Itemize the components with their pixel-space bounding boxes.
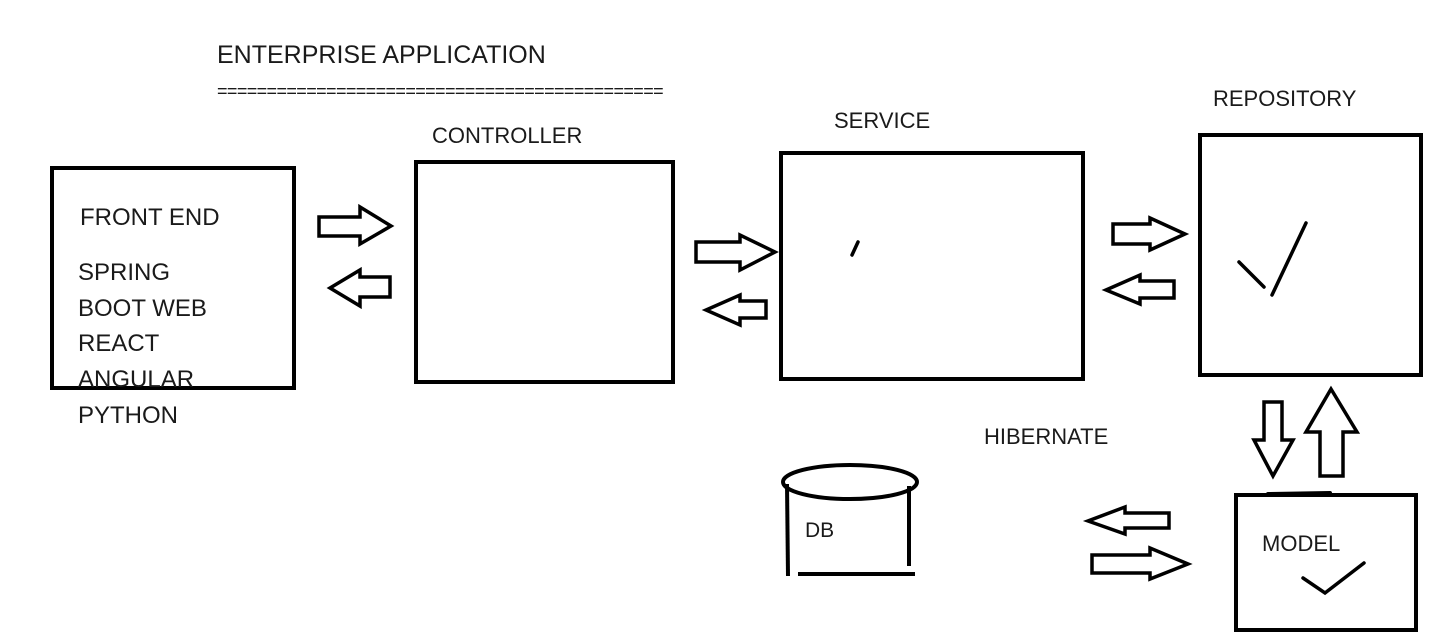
- model-box: [1234, 493, 1418, 632]
- controller-box: [414, 160, 675, 384]
- frontend-item: ANGULAR: [78, 366, 195, 393]
- frontend-item: BOOT WEB: [78, 295, 207, 322]
- arrow-right-service-to-repository: [1111, 215, 1190, 253]
- arrow-left-service-to-controller: [701, 292, 768, 328]
- db-cylinder: [781, 463, 919, 577]
- repository-check-mark-stroke: [1270, 221, 1308, 297]
- hibernate-label: HIBERNATE: [984, 424, 1109, 449]
- model-check-mark: [1301, 561, 1366, 596]
- model-top-edge-smudge: [1266, 491, 1332, 496]
- title-underline: ========================================…: [217, 81, 664, 101]
- arrow-right-frontend-to-controller: [317, 203, 395, 248]
- repository-check-mark: [1237, 260, 1266, 289]
- service-box: [779, 151, 1085, 381]
- model-label: MODEL: [1262, 531, 1341, 556]
- arrow-up-model-to-repository: [1302, 385, 1361, 478]
- frontend-heading: FRONT END: [80, 204, 220, 231]
- repository-label: REPOSITORY: [1213, 86, 1357, 111]
- diagram-title: ENTERPRISE APPLICATION: [217, 41, 546, 69]
- frontend-item: REACT: [78, 330, 160, 357]
- frontend-item: PYTHON: [78, 402, 179, 429]
- repository-box: [1198, 133, 1423, 377]
- arrow-right-controller-to-service: [694, 232, 779, 273]
- arrow-right-db-to-model: [1090, 545, 1193, 582]
- frontend-item: SPRING: [78, 259, 171, 286]
- db-label: DB: [805, 519, 835, 542]
- service-tick-mark: [850, 240, 860, 257]
- controller-label: CONTROLLER: [432, 123, 583, 148]
- frontend-box: [50, 166, 296, 390]
- arrow-left-repository-to-service: [1101, 272, 1176, 307]
- arrow-left-controller-to-frontend: [326, 266, 392, 310]
- arrow-down-repository-to-model: [1251, 400, 1296, 480]
- arrow-left-model-to-db: [1082, 504, 1171, 537]
- service-label: SERVICE: [834, 108, 931, 133]
